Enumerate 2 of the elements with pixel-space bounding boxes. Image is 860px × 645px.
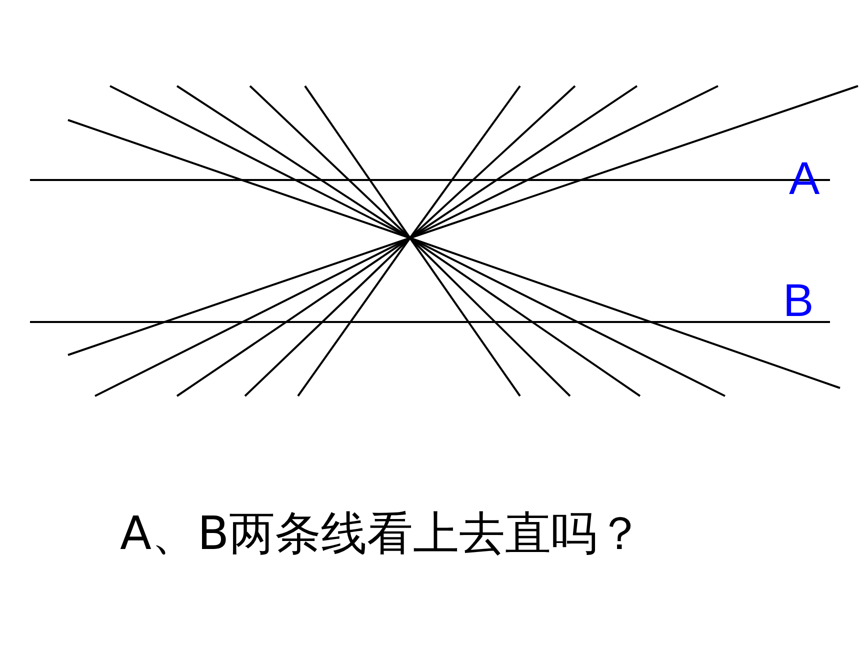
line-label: B <box>783 277 814 323</box>
caption: A、B两条线看上去直吗？ <box>120 505 644 561</box>
